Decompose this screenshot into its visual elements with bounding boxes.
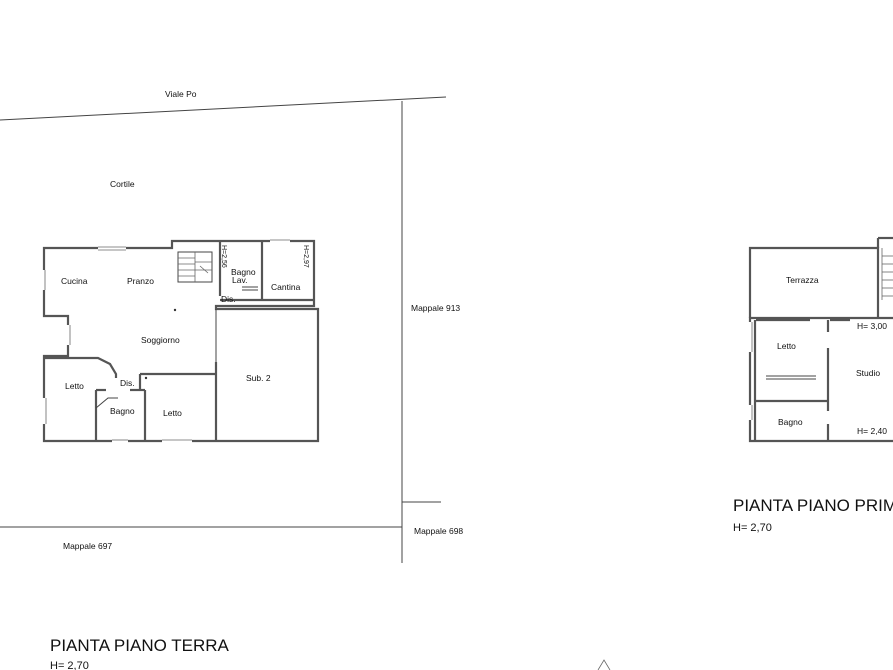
room-label-cortile: Cortile [110,179,135,189]
staircase [177,251,213,283]
room-label-studio: Studio [856,368,880,378]
ground-floor-plan [42,239,320,443]
street-boundary-line [0,96,447,121]
height-label-297: H=2,97 [302,245,309,268]
parcel-label-697: Mappale 697 [63,541,112,551]
interior-wall [44,356,118,378]
first-floor-plan [748,236,893,443]
room-label-letto-first: Letto [777,341,796,351]
room-label-dis-bottom: Dis. [120,378,135,388]
street-label: Viale Po [165,89,197,99]
first-floor-height: H= 2,70 [733,522,772,534]
room-label-dis-top: Dis. [221,294,236,304]
room-label-cucina: Cucina [61,276,88,286]
room-label-soggiorno: Soggiorno [141,335,180,345]
column-mark [144,376,148,380]
column-mark [173,308,177,312]
parcel-label-913: Mappale 913 [411,303,460,313]
room-label-bagno-lav-2: Lav. [232,275,247,285]
terrace-wall [748,246,880,318]
height-label-256: H=2,56 [220,245,227,268]
parcel-label-698: Mappale 698 [414,526,463,536]
north-arrow-icon [597,659,611,670]
first-floor-outer-wall [748,316,893,443]
room-label-bagno-lav-1: Bagno [231,267,256,277]
staircase-first-floor [881,248,893,300]
room-label-letto-right: Letto [163,408,182,418]
room-label-sub2: Sub. 2 [246,373,271,383]
room-label-bagno-first: Bagno [778,417,803,427]
room-label-letto-left: Letto [65,381,84,391]
ground-floor-title: PIANTA PIANO TERRA [50,636,230,655]
room-label-bagno: Bagno [110,406,135,416]
interior-wall [95,397,118,409]
room-label-pranzo: Pranzo [127,276,154,286]
room-label-cantina: Cantina [271,282,301,292]
height-label-240: H= 2,40 [857,426,887,436]
ground-floor-height: H= 2,70 [50,660,89,670]
site-boundaries [0,96,447,563]
height-label-300: H= 3,00 [857,321,887,331]
room-label-terrazza: Terrazza [786,275,819,285]
first-floor-title: PIANTA PIANO PRIMO [733,496,893,515]
